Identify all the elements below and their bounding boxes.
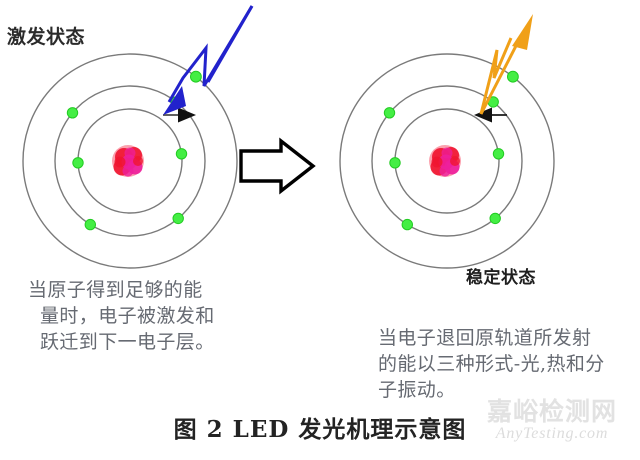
process-direction-arrow [239,137,316,195]
electron [383,107,396,119]
electron [389,157,401,169]
stable-state-title: 稳定状态 [466,268,536,288]
excited-desc-line-1: 当原子得到足够的能 [28,279,203,301]
incoming-photon-zigzag-arrow [167,5,254,103]
electron [175,148,188,160]
orbit-shell-2 [54,85,206,237]
outgoing-photon-zigzag-arrow [479,37,521,115]
electron [72,157,84,169]
electron-outer [507,70,519,83]
excited-desc-line-2: 量时，电子被激发和 [40,305,215,327]
stable-state-atom [339,14,555,269]
stable-state-description: 当电子退回原轨道所发射 的能以三种形式-光,热和分 子振动。 [378,325,628,403]
electron-jump-outward-arrow [163,107,196,123]
excited-state-description: 当原子得到足够的能 量时，电子被激发和 跃迁到下一电子层。 [28,277,273,355]
electron [66,107,79,119]
stable-desc-line-2: 的能以三种形式-光,热和分 [378,353,605,375]
nucleus [112,145,144,177]
outgoing-photon-arrowhead [512,14,533,50]
excited-state-atom [22,5,254,269]
electron [489,212,501,225]
orbit-shell-2 [371,85,523,237]
figure-caption: 图 2 LED 发光机理示意图 [173,416,467,443]
excited-desc-line-3: 跃迁到下一电子层。 [40,331,215,353]
electron [492,148,505,160]
excited-state-title: 激发状态 [7,26,86,48]
electron [401,218,413,231]
orbit-shell-3 [22,53,238,269]
stable-desc-line-1: 当电子退回原轨道所发射 [378,327,592,349]
incoming-photon-arrowhead [163,86,186,115]
electron [84,218,97,231]
electron-outer [190,70,202,83]
electron [172,212,184,225]
stable-desc-line-3: 子振动。 [378,379,456,401]
nucleus [429,145,461,177]
electron-jump-inward-arrow [474,107,507,123]
orbit-shell-3 [339,53,555,269]
